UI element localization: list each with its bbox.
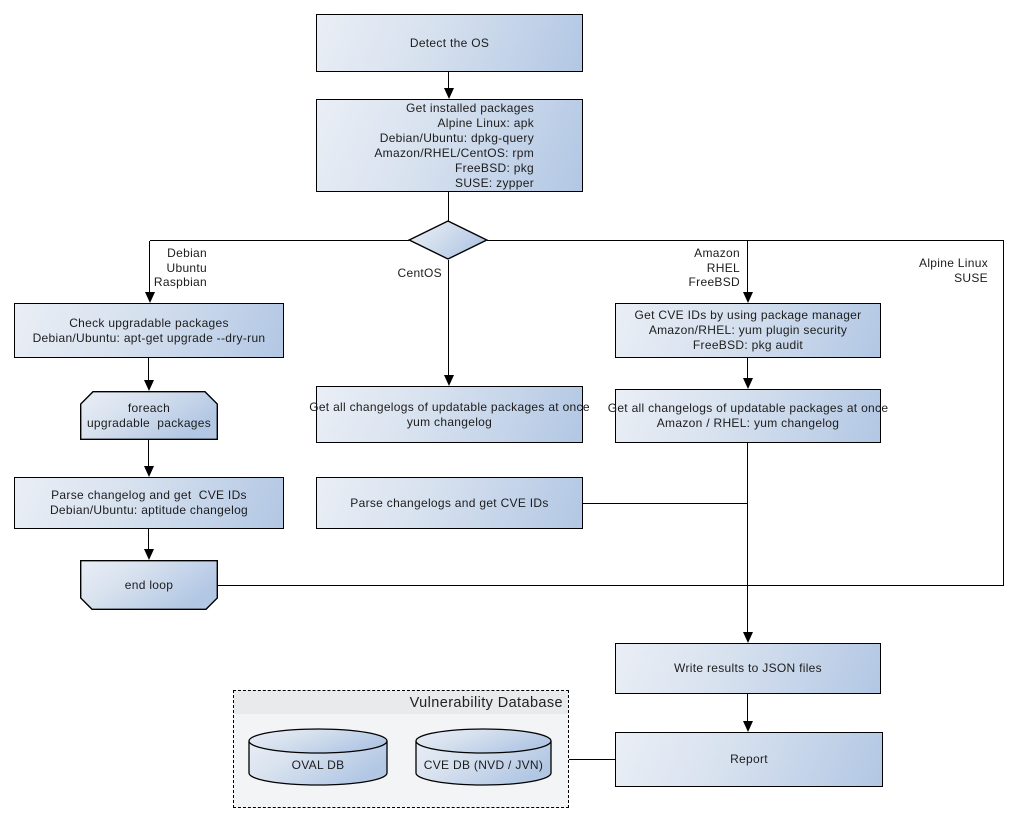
flow-arrow: [743, 721, 753, 732]
database-cylinder-icon: [248, 728, 388, 786]
node-label: Write results to JSON files: [674, 661, 822, 675]
connector: [149, 241, 151, 294]
connector: [487, 240, 1004, 242]
database-cve-db: CVE DB (NVD / JVN): [415, 728, 552, 786]
branch-label-alpine: Alpine Linux SUSE: [919, 256, 988, 285]
connector: [1002, 241, 1004, 586]
node-detect-os: Detect the OS: [316, 14, 583, 72]
flow-arrow: [144, 466, 154, 477]
node-get-changelogs-amazon-rhel: Get all changelogs of updatable packages…: [608, 389, 888, 443]
flow-arrow: [144, 380, 154, 391]
node-parse-changelog-debian: Parse changelog and get CVE IDs Debian/U…: [14, 477, 284, 529]
flow-arrow: [144, 549, 154, 560]
node-label: Get all changelogs of updatable packages…: [309, 399, 590, 429]
flow-arrow: [145, 292, 155, 303]
node-label: Get CVE IDs by using package manager Ama…: [634, 308, 862, 352]
connector: [148, 440, 150, 468]
node-label: Detect the OS: [409, 35, 490, 50]
flow-arrow: [743, 292, 753, 303]
node-label: Get installed packages Alpine Linux: apk…: [374, 100, 534, 190]
connector: [583, 502, 748, 504]
diamond-shape-icon: [407, 220, 489, 260]
cluster-title-band: Vulnerability Database: [234, 691, 568, 714]
node-label: Report: [730, 752, 768, 766]
node-report: Report: [615, 732, 883, 787]
connector: [747, 241, 749, 294]
node-label: Parse changelog and get CVE IDs Debian/U…: [49, 488, 249, 517]
flow-arrow: [444, 88, 454, 99]
loop-begin-shape-icon: [79, 390, 219, 440]
loop-end-shape-icon: [79, 559, 219, 610]
connector: [448, 260, 450, 377]
flow-arrow: [743, 378, 753, 389]
connector: [569, 758, 615, 760]
connector: [448, 192, 450, 221]
node-get-installed-packages: Get installed packages Alpine Linux: apk…: [316, 99, 583, 192]
connector: [747, 443, 749, 634]
node-check-upgradable-packages: Check upgradable packages Debian/Ubuntu:…: [14, 303, 284, 358]
flow-arrow: [743, 632, 753, 643]
node-get-cve-ids-package-manager: Get CVE IDs by using package manager Ama…: [615, 303, 881, 358]
connector: [448, 72, 450, 90]
node-label: CVE DB (NVD / JVN): [423, 757, 544, 772]
branch-label-amazon: Amazon RHEL FreeBSD: [688, 246, 740, 290]
connector: [148, 529, 150, 551]
decision-diamond: [407, 220, 489, 260]
node-parse-changelogs-centos: Parse changelogs and get CVE IDs: [316, 477, 583, 529]
loop-end: end loop: [79, 559, 219, 610]
connector: [218, 585, 1004, 587]
database-oval-db: OVAL DB: [248, 728, 388, 786]
node-label: OVAL DB: [291, 757, 345, 772]
cluster-title: Vulnerability Database: [409, 694, 563, 711]
connector: [747, 694, 749, 723]
node-get-changelogs-centos: Get all changelogs of updatable packages…: [309, 386, 589, 443]
connector: [747, 358, 749, 380]
flow-arrow: [444, 375, 454, 386]
node-label: foreach upgradable packages: [86, 400, 212, 430]
node-label: Check upgradable packages Debian/Ubuntu:…: [32, 315, 266, 345]
node-label: Get all changelogs of updatable packages…: [607, 401, 889, 430]
node-label: Parse changelogs and get CVE IDs: [350, 495, 549, 510]
connector: [148, 358, 150, 382]
node-write-results-json: Write results to JSON files: [615, 643, 881, 694]
loop-begin-foreach: foreach upgradable packages: [79, 390, 219, 440]
branch-label-centos: CentOS: [397, 266, 442, 280]
branch-label-debian: Debian Ubuntu Raspbian: [153, 246, 207, 290]
connector: [150, 240, 409, 242]
node-label: end loop: [124, 577, 174, 592]
database-cylinder-icon: [415, 728, 552, 786]
